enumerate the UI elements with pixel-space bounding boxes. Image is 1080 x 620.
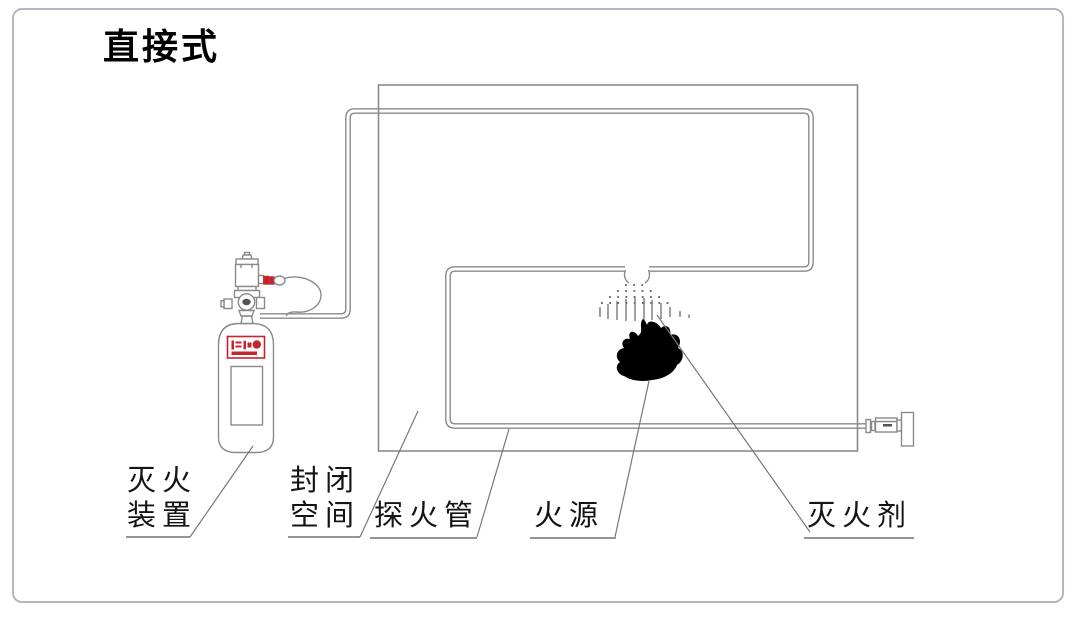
label-underlines <box>126 536 914 539</box>
end-cap <box>900 411 915 447</box>
label-space-line1: 封闭 <box>290 465 361 497</box>
brand-logo-marks <box>231 340 261 355</box>
extinguisher-assembly <box>217 251 322 454</box>
fitting-red-1 <box>263 275 270 285</box>
valve-cap-band <box>235 258 259 266</box>
solenoid-body <box>234 263 260 288</box>
cylinder-window <box>230 365 264 426</box>
end-flange-1 <box>865 418 872 434</box>
hose-loop <box>283 276 322 317</box>
detection-tube <box>260 108 866 429</box>
leader-tube <box>476 428 510 538</box>
tube-line-a-inner <box>260 112 810 319</box>
label-fire-source: 火源 <box>534 500 605 532</box>
fitting-red-2 <box>269 276 275 285</box>
flame-icon <box>616 319 683 381</box>
tube-line-b-inner <box>449 270 866 425</box>
label-space-line2: 空间 <box>290 500 361 532</box>
leader-fire <box>614 380 650 538</box>
fitting-tip <box>273 275 286 286</box>
leader-device <box>189 445 254 538</box>
agent-spray-icon <box>599 284 690 321</box>
tube-line-b-outer <box>445 266 866 429</box>
leader-space <box>359 410 419 538</box>
end-fitting <box>865 411 915 447</box>
leader-lines <box>189 314 811 538</box>
label-extinguishing-agent: 灭火剂 <box>807 500 913 532</box>
valve-wheel-hub <box>242 298 251 306</box>
label-device-line2: 装置 <box>127 500 198 532</box>
fitting-collar <box>257 274 265 285</box>
cylinder-neck <box>240 315 254 325</box>
nozzle-hook-right <box>644 269 651 284</box>
end-flange-2 <box>870 420 876 432</box>
solenoid-ticks <box>240 264 253 268</box>
enclosure-box <box>377 84 859 452</box>
label-extinguisher-device: 灭火装置 <box>127 464 197 534</box>
tube-line-a-outer <box>260 108 814 315</box>
end-body-mark <box>883 424 892 427</box>
valve-port-right <box>255 296 266 310</box>
valve-port-left-cap <box>220 300 225 308</box>
label-device-line1: 灭火 <box>127 465 198 497</box>
valve-port-left <box>223 298 233 310</box>
nozzle-hook-left <box>623 269 630 284</box>
valve-base <box>238 309 255 317</box>
leader-agent <box>656 314 811 533</box>
label-enclosed-space: 封闭空间 <box>290 464 360 534</box>
page-title: 直接式 <box>103 26 221 67</box>
label-detection-tube: 探火管 <box>374 500 480 532</box>
diagram-card <box>12 8 1064 603</box>
